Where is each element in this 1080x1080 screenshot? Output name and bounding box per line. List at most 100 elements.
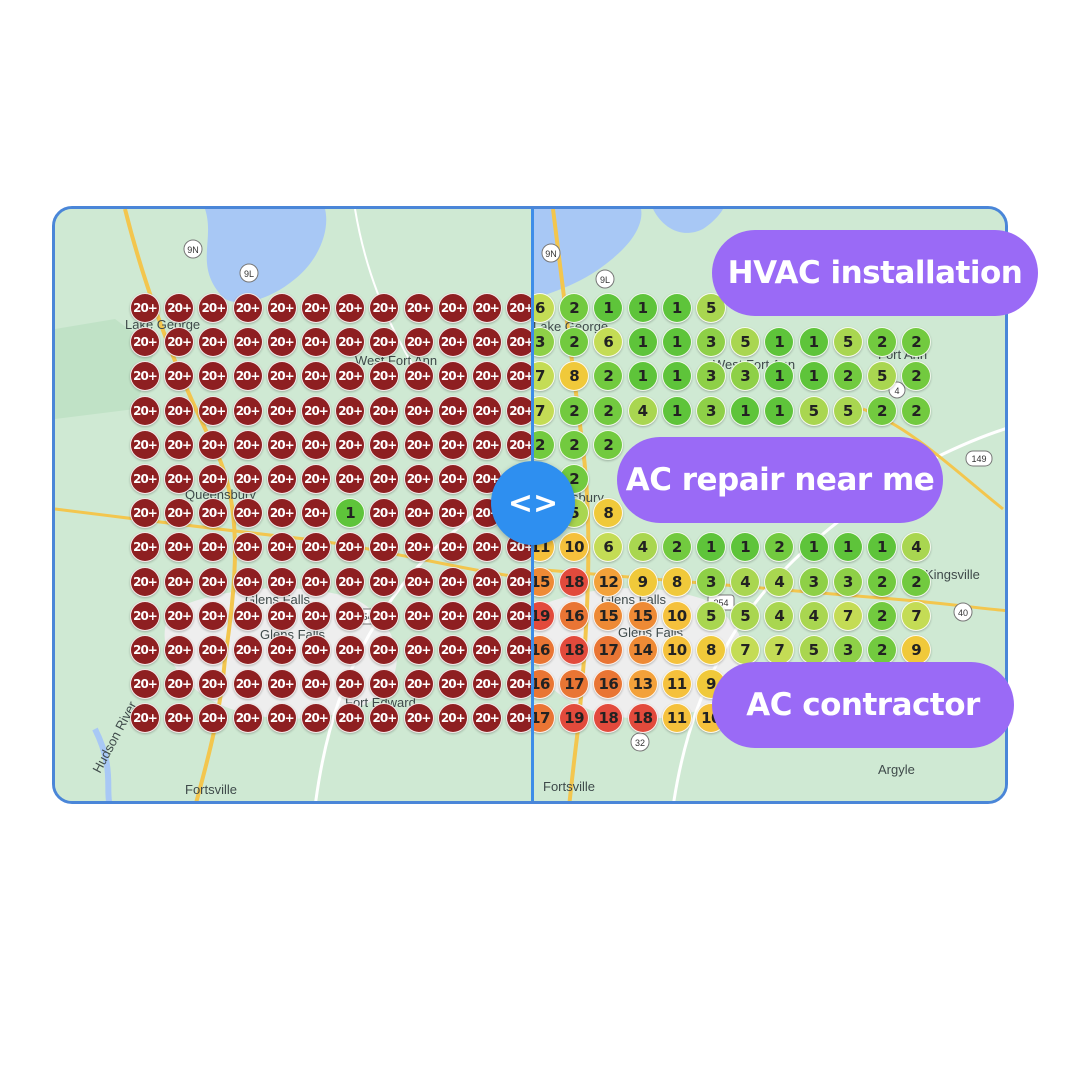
ranking-pin[interactable]: 20+ xyxy=(232,635,263,665)
ranking-pin[interactable]: 20+ xyxy=(198,429,229,460)
ranking-pin[interactable]: 20+ xyxy=(266,566,297,597)
ranking-pin[interactable]: 20+ xyxy=(437,703,468,734)
ranking-pin[interactable]: 2 xyxy=(559,395,590,426)
ranking-pin[interactable]: 2 xyxy=(901,361,932,392)
ranking-pin[interactable]: 20+ xyxy=(266,635,297,665)
ranking-pin[interactable]: 4 xyxy=(764,566,795,597)
ranking-pin[interactable]: 10 xyxy=(661,635,692,665)
ranking-pin[interactable]: 20+ xyxy=(506,669,533,700)
ranking-pin[interactable]: 20+ xyxy=(232,429,263,460)
ranking-pin[interactable]: 20+ xyxy=(369,293,400,323)
ranking-pin[interactable]: 8 xyxy=(593,498,624,529)
ranking-pin[interactable]: 20+ xyxy=(164,361,195,392)
ranking-pin[interactable]: 20+ xyxy=(198,293,229,323)
ranking-pin[interactable]: 10 xyxy=(661,600,692,631)
ranking-pin[interactable]: 7 xyxy=(730,635,761,665)
ranking-pin[interactable]: 20+ xyxy=(130,327,160,358)
ranking-pin[interactable]: 20+ xyxy=(232,703,263,734)
ranking-pin[interactable]: 20+ xyxy=(164,498,195,529)
ranking-pin[interactable]: 20+ xyxy=(369,498,400,529)
ranking-pin[interactable]: 20+ xyxy=(130,669,160,700)
ranking-pin[interactable]: 20+ xyxy=(472,703,502,734)
ranking-pin[interactable]: 1 xyxy=(627,327,658,358)
ranking-pin[interactable]: 20+ xyxy=(437,429,468,460)
ranking-pin[interactable]: 4 xyxy=(901,532,932,563)
ranking-pin[interactable]: 20+ xyxy=(506,429,533,460)
ranking-pin[interactable]: 3 xyxy=(696,361,726,392)
ranking-pin[interactable]: 17 xyxy=(559,669,590,700)
ranking-pin[interactable]: 4 xyxy=(627,395,658,426)
ranking-pin[interactable]: 20+ xyxy=(130,498,160,529)
ranking-pin[interactable]: 5 xyxy=(832,395,863,426)
ranking-pin[interactable]: 3 xyxy=(696,327,726,358)
ranking-pin[interactable]: 2 xyxy=(867,566,897,597)
ranking-pin[interactable]: 19 xyxy=(533,600,555,631)
ranking-pin[interactable]: 20+ xyxy=(232,327,263,358)
ranking-pin[interactable]: 20+ xyxy=(301,566,331,597)
ranking-pin[interactable]: 20+ xyxy=(403,361,434,392)
ranking-pin[interactable]: 20+ xyxy=(266,498,297,529)
ranking-pin[interactable]: 20+ xyxy=(472,327,502,358)
ranking-pin[interactable]: 20+ xyxy=(198,635,229,665)
ranking-pin[interactable]: 11 xyxy=(661,703,692,734)
ranking-pin[interactable]: 20+ xyxy=(232,566,263,597)
ranking-pin[interactable]: 20+ xyxy=(301,635,331,665)
ranking-pin[interactable]: 20+ xyxy=(335,566,366,597)
ranking-pin[interactable]: 20+ xyxy=(437,600,468,631)
ranking-pin[interactable]: 20+ xyxy=(266,361,297,392)
ranking-pin[interactable]: 3 xyxy=(696,566,726,597)
ranking-pin[interactable]: 2 xyxy=(661,532,692,563)
ranking-pin[interactable]: 20+ xyxy=(335,703,366,734)
ranking-pin[interactable]: 18 xyxy=(593,703,624,734)
ranking-pin[interactable]: 2 xyxy=(593,429,624,460)
ranking-pin[interactable]: 20+ xyxy=(198,532,229,563)
ranking-pin[interactable]: 20+ xyxy=(335,532,366,563)
ranking-pin[interactable]: 20+ xyxy=(266,669,297,700)
ranking-pin[interactable]: 20+ xyxy=(437,635,468,665)
ranking-pin[interactable]: 11 xyxy=(661,669,692,700)
ranking-pin[interactable]: 16 xyxy=(533,669,555,700)
ranking-pin[interactable]: 20+ xyxy=(198,566,229,597)
ranking-pin[interactable]: 20+ xyxy=(164,635,195,665)
ranking-pin[interactable]: 2 xyxy=(559,429,590,460)
ranking-pin[interactable]: 20+ xyxy=(164,429,195,460)
ranking-pin[interactable]: 3 xyxy=(696,395,726,426)
ranking-pin[interactable]: 20+ xyxy=(130,703,160,734)
ranking-pin[interactable]: 1 xyxy=(661,361,692,392)
ranking-pin[interactable]: 20+ xyxy=(301,327,331,358)
ranking-pin[interactable]: 3 xyxy=(832,566,863,597)
ranking-pin[interactable]: 2 xyxy=(901,327,932,358)
ranking-pin[interactable]: 20+ xyxy=(335,395,366,426)
ranking-pin[interactable]: 20+ xyxy=(369,532,400,563)
ranking-pin[interactable]: 2 xyxy=(559,293,590,323)
ranking-pin[interactable]: 20+ xyxy=(437,395,468,426)
ranking-pin[interactable]: 20+ xyxy=(130,635,160,665)
ranking-pin[interactable]: 20+ xyxy=(198,669,229,700)
ranking-pin[interactable]: 20+ xyxy=(369,703,400,734)
ranking-pin[interactable]: 13 xyxy=(627,669,658,700)
ranking-pin[interactable]: 20+ xyxy=(198,498,229,529)
ranking-pin[interactable]: 2 xyxy=(901,395,932,426)
ranking-pin[interactable]: 16 xyxy=(533,635,555,665)
ranking-pin[interactable]: 20+ xyxy=(506,361,533,392)
ranking-pin[interactable]: 1 xyxy=(627,361,658,392)
ranking-pin[interactable]: 8 xyxy=(696,635,726,665)
ranking-pin[interactable]: 20+ xyxy=(301,464,331,494)
ranking-pin[interactable]: 20+ xyxy=(164,703,195,734)
ranking-pin[interactable]: 1 xyxy=(627,293,658,323)
ranking-pin[interactable]: 20+ xyxy=(198,703,229,734)
ranking-pin[interactable]: 2 xyxy=(901,566,932,597)
ranking-pin[interactable]: 20+ xyxy=(301,361,331,392)
ranking-pin[interactable]: 20+ xyxy=(301,395,331,426)
ranking-pin[interactable]: 20+ xyxy=(506,395,533,426)
ranking-pin[interactable]: 20+ xyxy=(403,395,434,426)
ranking-pin[interactable]: 4 xyxy=(730,566,761,597)
ranking-pin[interactable]: 20+ xyxy=(403,464,434,494)
ranking-pin[interactable]: 20+ xyxy=(437,669,468,700)
ranking-pin[interactable]: 20+ xyxy=(437,327,468,358)
ranking-pin[interactable]: 5 xyxy=(696,600,726,631)
ranking-pin[interactable]: 20+ xyxy=(506,566,533,597)
ranking-pin[interactable]: 20+ xyxy=(472,498,502,529)
ranking-pin[interactable]: 10 xyxy=(559,532,590,563)
ranking-pin[interactable]: 7 xyxy=(832,600,863,631)
